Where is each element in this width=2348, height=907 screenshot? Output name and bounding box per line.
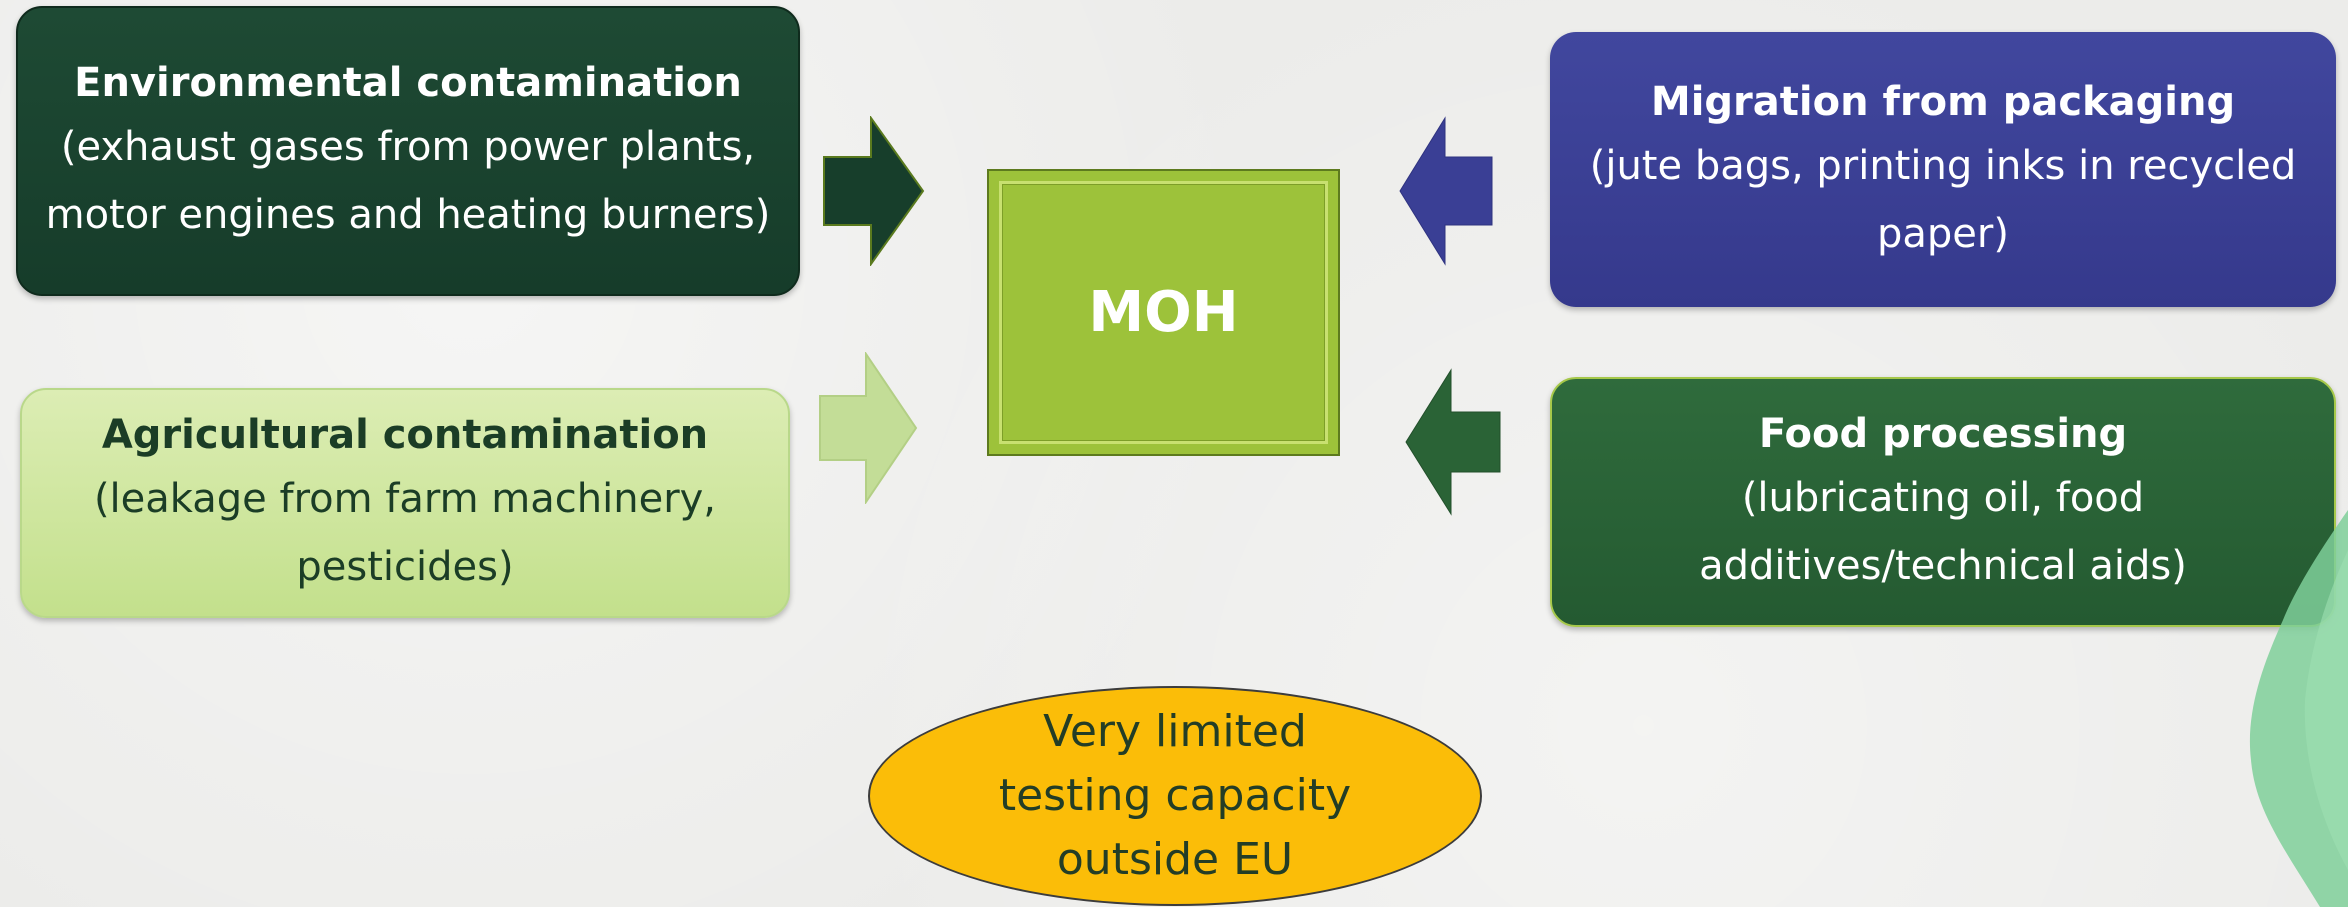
environmental-contamination-box: Environmental contamination (exhaust gas…	[16, 6, 800, 296]
migration-packaging-box: Migration from packaging (jute bags, pri…	[1550, 32, 2336, 307]
environmental-desc-line1: (exhaust gases from power plants,	[60, 124, 756, 170]
food-desc-line2: additives/technical aids)	[1699, 543, 2187, 589]
arrow-food-to-moh	[1405, 368, 1501, 516]
arrow-migration-to-moh	[1399, 116, 1493, 266]
agricultural-title: Agricultural contamination	[101, 412, 709, 458]
decorative-leaf-icon	[2249, 510, 2348, 907]
moh-label: MOH	[1088, 280, 1239, 345]
environmental-title: Environmental contamination	[74, 60, 742, 106]
food-desc-line1: (lubricating oil, food	[1741, 475, 2145, 521]
arrow-agricultural-to-moh	[819, 352, 918, 504]
note-line3: outside EU	[1056, 834, 1294, 885]
arrow-environmental-to-moh	[823, 116, 925, 266]
migration-desc-line2: paper)	[1877, 210, 2009, 257]
moh-center-box: MOH	[987, 169, 1340, 456]
agricultural-desc-line1: (leakage from farm machinery,	[93, 476, 717, 522]
testing-capacity-note: Very limited testing capacity outside EU	[868, 686, 1482, 906]
environmental-desc-line2: motor engines and heating burners)	[45, 192, 771, 238]
testing-capacity-text: Very limited testing capacity outside EU	[999, 700, 1351, 892]
note-line2: testing capacity	[998, 770, 1352, 821]
food-processing-box: Food processing (lubricating oil, food a…	[1550, 377, 2336, 627]
migration-desc-line1: (jute bags, printing inks in recycled	[1589, 142, 2297, 189]
food-title: Food processing	[1758, 411, 2128, 457]
migration-title: Migration from packaging	[1650, 78, 2236, 125]
agricultural-contamination-box: Agricultural contamination (leakage from…	[20, 388, 790, 618]
agricultural-desc-line2: pesticides)	[296, 544, 514, 590]
note-line1: Very limited	[1043, 706, 1307, 757]
